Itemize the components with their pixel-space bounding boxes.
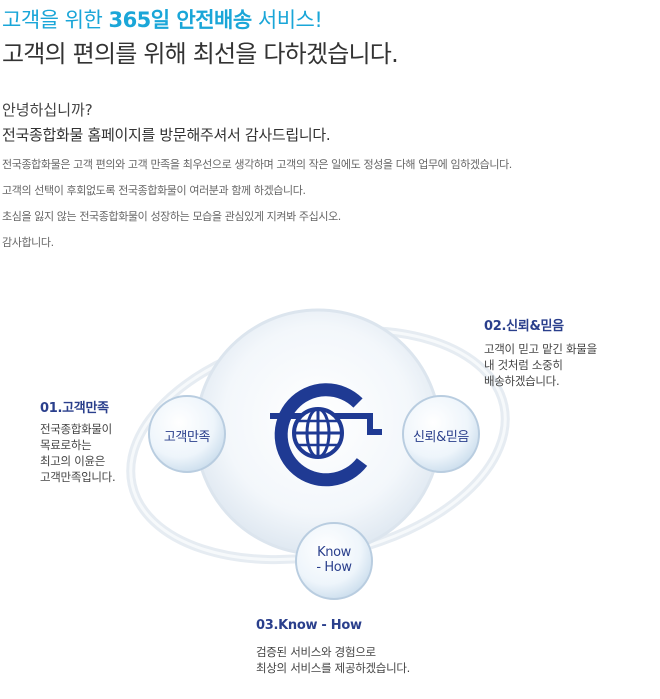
item-desc-left-line: 전국종합화물이 (40, 422, 112, 436)
item-desc-bottom: 검증된 서비스와 경험으로 최상의 서비스를 제공하겠습니다. (256, 644, 410, 676)
item-desc-right-line: 고객이 믿고 맡긴 화물을 (484, 342, 597, 356)
headline-line2: 고객의 편의를 위해 최선을 다하겠습니다. (2, 40, 399, 68)
greeting-line2: 전국종합화물 홈페이지를 방문해주셔서 감사드립니다. (2, 126, 331, 144)
headline-line1: 고객을 위한 365일 안전배송 서비스! (2, 4, 323, 34)
item-desc-right-line: 내 것처럼 소중히 (484, 358, 563, 372)
node-circle-left (148, 395, 226, 473)
node-label-bottom: Know- How (296, 545, 372, 575)
item-desc-left-line: 목료로하는 (40, 438, 92, 452)
headline-suffix: 서비스! (251, 8, 323, 32)
item-desc-bottom-line: 최상의 서비스를 제공하겠습니다. (256, 661, 410, 675)
node-circle-right (402, 395, 480, 473)
item-desc-left-line: 최고의 이윤은 (40, 454, 106, 468)
item-desc-right-line: 배송하겠습니다. (484, 374, 560, 388)
item-title-bottom: 03.Know - How (256, 618, 362, 633)
body-text-4: 감사합니다. (2, 236, 54, 249)
node-label-right: 신뢰&믿음 (413, 430, 469, 445)
body-text-1: 전국종합화물은 고객 편의와 고객 만족을 최우선으로 생각하며 고객의 작은 … (2, 158, 512, 171)
headline-prefix: 고객을 위한 (2, 8, 109, 32)
item-title-right: 02.신뢰&믿음 (484, 319, 564, 334)
body-text-3: 초심을 잃지 않는 전국종합화물이 성장하는 모습을 관심있게 지켜봐 주십시오… (2, 210, 341, 223)
service-diagram (126, 308, 510, 600)
item-desc-left: 전국종합화물이 목료로하는 최고의 이윤은 고객만족입니다. (40, 421, 116, 485)
headline-bold: 365일 안전배송 (108, 8, 252, 32)
globe-logo-icon (270, 383, 382, 487)
item-title-left: 01.고객만족 (40, 401, 109, 416)
node-label-bottom-line2: - How (316, 560, 352, 575)
node-label-bottom-line1: Know (317, 545, 351, 560)
item-desc-left-line: 고객만족입니다. (40, 470, 116, 484)
item-desc-right: 고객이 믿고 맡긴 화물을 내 것처럼 소중히 배송하겠습니다. (484, 341, 597, 389)
node-label-left: 고객만족 (163, 430, 211, 445)
item-desc-bottom-line: 검증된 서비스와 경험으로 (256, 645, 376, 659)
node-circle-bottom (295, 522, 373, 600)
greeting-line1: 안녕하십니까? (2, 101, 93, 119)
body-text-2: 고객의 선택이 후회없도록 전국종합화물이 여러분과 함께 하겠습니다. (2, 184, 306, 197)
